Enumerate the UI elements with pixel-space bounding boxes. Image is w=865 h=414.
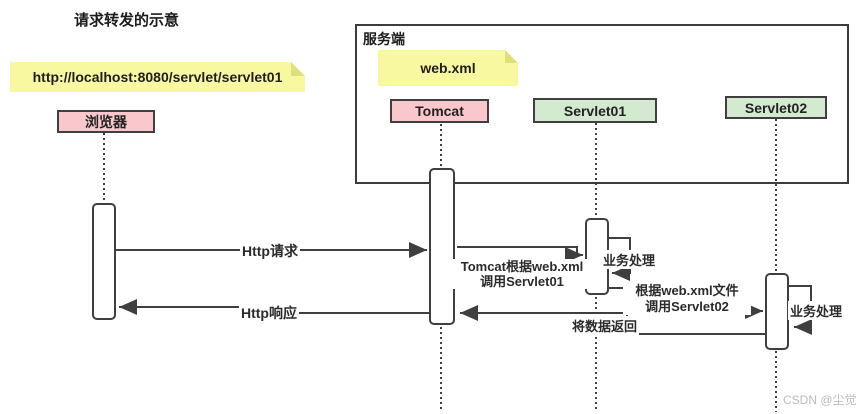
tomcat-call-servlet01-arrow <box>457 246 583 263</box>
csdn-watermark: CSDN @尘觉 <box>783 393 857 407</box>
servlet02-call-line1: 根据web.xml文件 <box>635 283 739 298</box>
url-sticky-note-text: http://localhost:8080/servlet/servlet01 <box>32 69 283 85</box>
webxml-sticky-note: web.xml <box>378 50 518 86</box>
note-fold-corner <box>505 50 518 63</box>
server-boundary-label: 服务端 <box>363 31 405 47</box>
tomcat-activation-bar <box>429 168 455 325</box>
return-data-label: 将数据返回 <box>570 316 640 335</box>
servlet02-call-line2: 调用Servlet02 <box>645 299 729 314</box>
tomcat-actor-box: Tomcat <box>390 99 489 123</box>
webxml-sticky-note-text: web.xml <box>420 60 476 76</box>
servlet02-business-label: 业务处理 <box>788 301 845 320</box>
url-sticky-note: http://localhost:8080/servlet/servlet01 <box>10 62 305 92</box>
tomcat-call-line2: 调用Servlet01 <box>480 274 564 289</box>
browser-activation-bar <box>92 203 116 320</box>
browser-actor-box: 浏览器 <box>57 110 155 133</box>
server-boundary-rect <box>355 24 849 184</box>
note-fold-corner <box>291 62 305 76</box>
servlet01-business-label: 业务处理 <box>601 250 658 269</box>
tomcat-call-servlet01-label: Tomcat根据web.xml 调用Servlet01 <box>446 259 598 289</box>
http-response-label: Http响应 <box>239 303 299 323</box>
tomcat-call-line1: Tomcat根据web.xml <box>460 259 584 274</box>
http-request-label: Http请求 <box>240 241 300 261</box>
diagram-title: 请求转发的示意 <box>74 12 180 29</box>
servlet02-actor-box: Servlet02 <box>725 96 827 119</box>
servlet02-call-label: 根据web.xml文件 调用Servlet02 <box>623 283 751 315</box>
servlet01-actor-box: Servlet01 <box>533 98 657 123</box>
